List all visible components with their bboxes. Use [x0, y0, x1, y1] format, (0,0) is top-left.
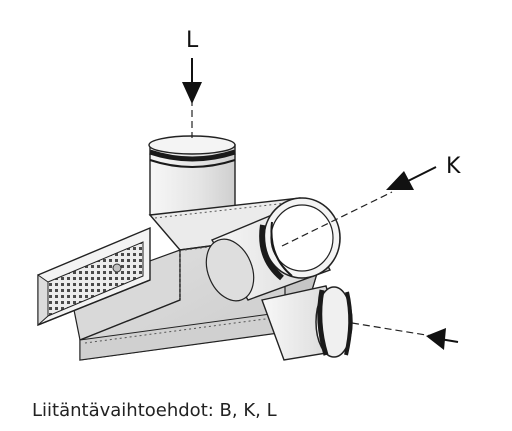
supply-grille: [37, 226, 151, 327]
caption: Liitäntävaihtoehdot: B, K, L: [32, 400, 277, 421]
top-arrow: [182, 58, 202, 104]
right-arrow-guide-lower: [351, 322, 433, 337]
side-duct-lower: [261, 285, 353, 361]
right-arrow-lower: [426, 328, 459, 350]
arrow-label-top: L: [186, 28, 199, 53]
side-duct-upper: [205, 197, 341, 302]
right-arrow-upper: [386, 166, 437, 190]
arrow-label-right: K: [446, 154, 461, 179]
top-duct: [148, 135, 236, 216]
right-arrow-guide-upper: [281, 191, 393, 247]
